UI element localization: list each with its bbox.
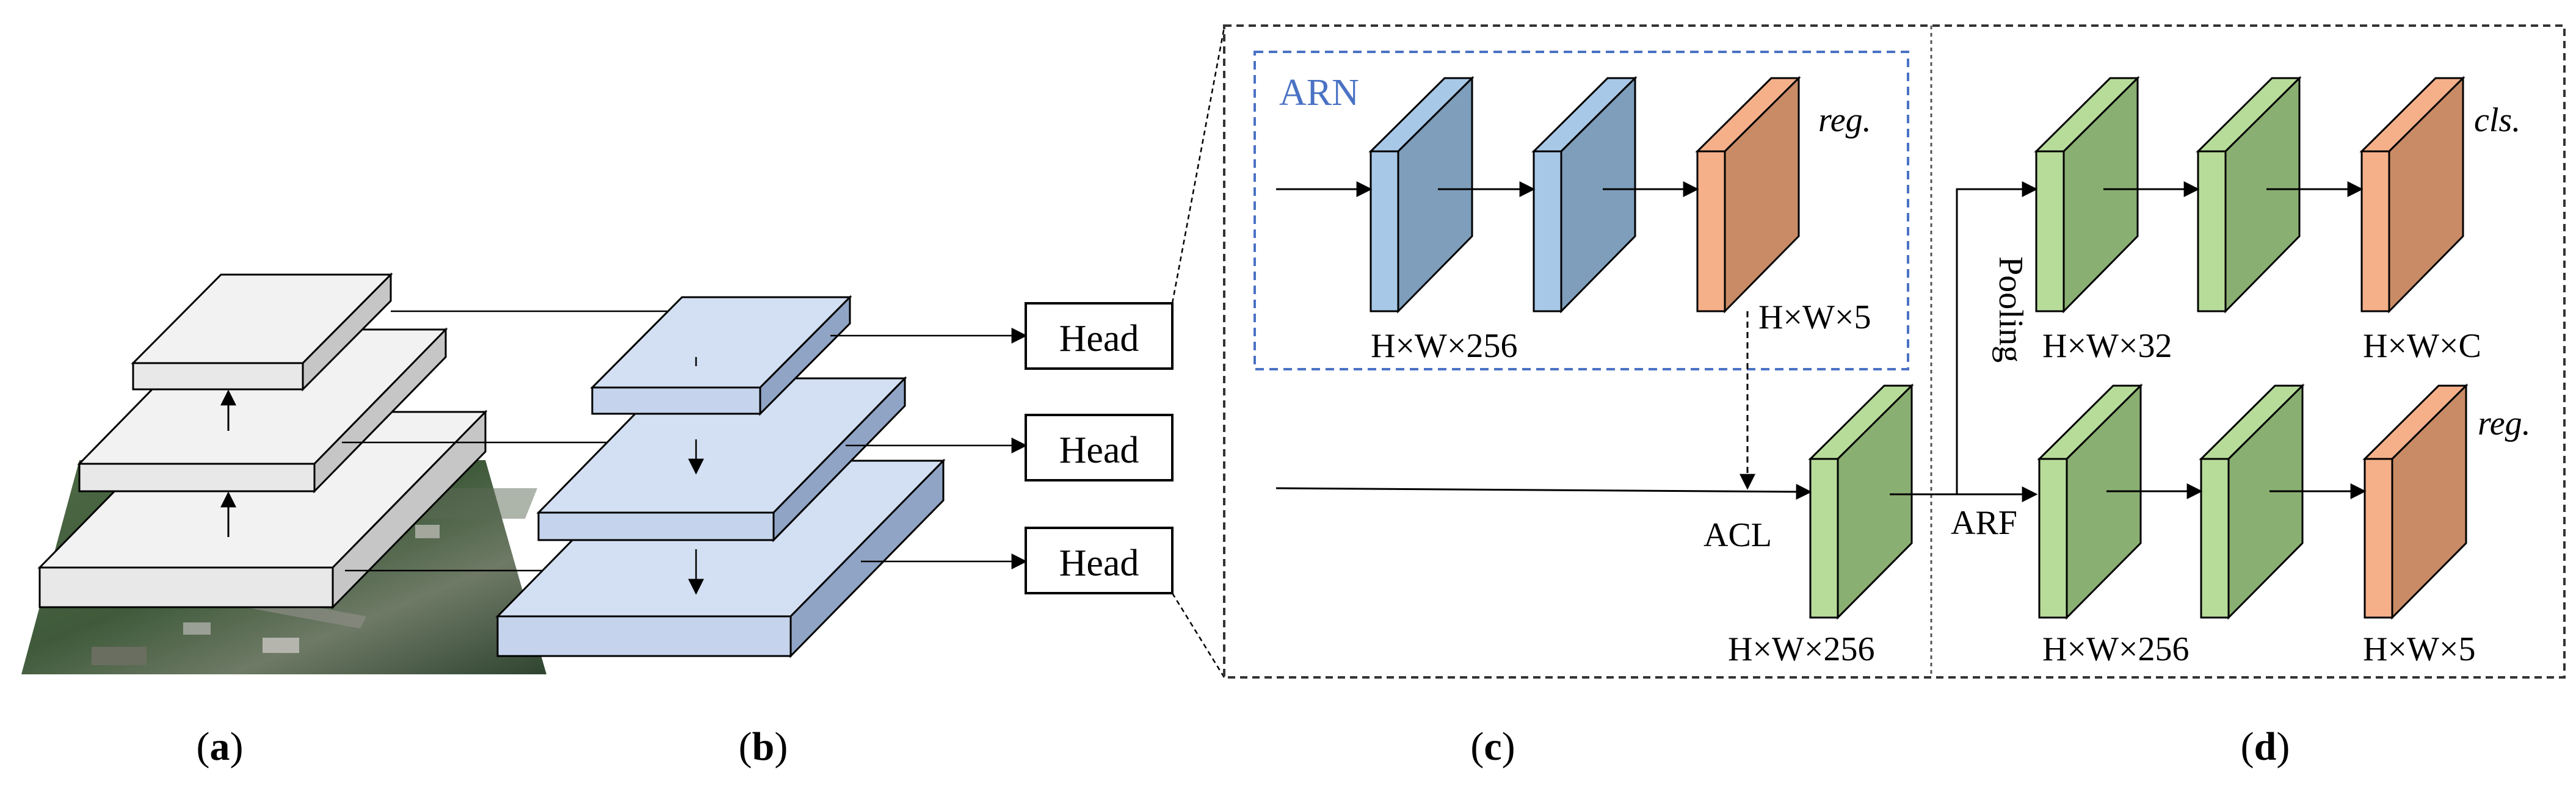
acl-input-arrow bbox=[1275, 483, 1812, 500]
reg-block-1 bbox=[2037, 383, 2143, 620]
cls-block-1 bbox=[2034, 76, 2140, 314]
acl-dim: H×W×256 bbox=[1728, 630, 1874, 668]
arf-label: ARF bbox=[1951, 504, 2017, 542]
detail-frame bbox=[1223, 24, 2566, 679]
zoom-lines bbox=[1171, 27, 1225, 678]
arn-reg-label: reg. bbox=[1818, 101, 1871, 139]
pyramid-layer-top bbox=[131, 272, 393, 392]
panel-label-a: (a) bbox=[197, 724, 244, 769]
head-label: Head bbox=[1059, 543, 1139, 584]
reg-label: reg. bbox=[2478, 405, 2531, 442]
arn-block-2 bbox=[1531, 76, 1638, 314]
pyramid-layer-middle bbox=[77, 327, 448, 494]
panel-label-c: (c) bbox=[1470, 724, 1515, 769]
fpn-layer-middle bbox=[536, 376, 907, 543]
head-arrows bbox=[830, 328, 1028, 569]
panel-label-b: (b) bbox=[739, 724, 788, 769]
reg-dim-last: H×W×5 bbox=[2363, 630, 2475, 668]
arn-dim-last: H×W×5 bbox=[1758, 298, 1871, 336]
cls-block-2 bbox=[2196, 76, 2302, 314]
acl-label: ACL bbox=[1703, 516, 1772, 554]
arf-connections bbox=[1890, 181, 2038, 502]
panel-a-pyramid bbox=[21, 272, 546, 674]
cls-label: cls. bbox=[2474, 101, 2520, 139]
arn-block-reg bbox=[1695, 76, 1801, 314]
panel-b-fpn bbox=[495, 295, 946, 658]
arn-box bbox=[1254, 51, 1909, 370]
reg-block-2 bbox=[2199, 383, 2305, 620]
arn-block-1 bbox=[1368, 76, 1475, 314]
fpn-layer-top bbox=[590, 295, 852, 416]
reg-block-out bbox=[2362, 383, 2469, 620]
pooling-label: Pooling bbox=[1992, 256, 2030, 362]
head-box-1: Head bbox=[1025, 302, 1174, 370]
cls-dim-last: H×W×C bbox=[2363, 327, 2481, 365]
acl-block bbox=[1808, 383, 1914, 620]
arn-title: ARN bbox=[1279, 72, 1359, 114]
cls-block-out bbox=[2359, 76, 2465, 314]
head-box-3: Head bbox=[1025, 527, 1174, 594]
head-label: Head bbox=[1059, 318, 1139, 359]
head-box-2: Head bbox=[1025, 414, 1174, 481]
cls-dim-first: H×W×32 bbox=[2042, 327, 2172, 365]
panel-label-d: (d) bbox=[2241, 724, 2290, 769]
arn-dim-first: H×W×256 bbox=[1371, 327, 1517, 365]
reg-dim-first: H×W×256 bbox=[2042, 630, 2189, 668]
head-label: Head bbox=[1059, 430, 1139, 471]
